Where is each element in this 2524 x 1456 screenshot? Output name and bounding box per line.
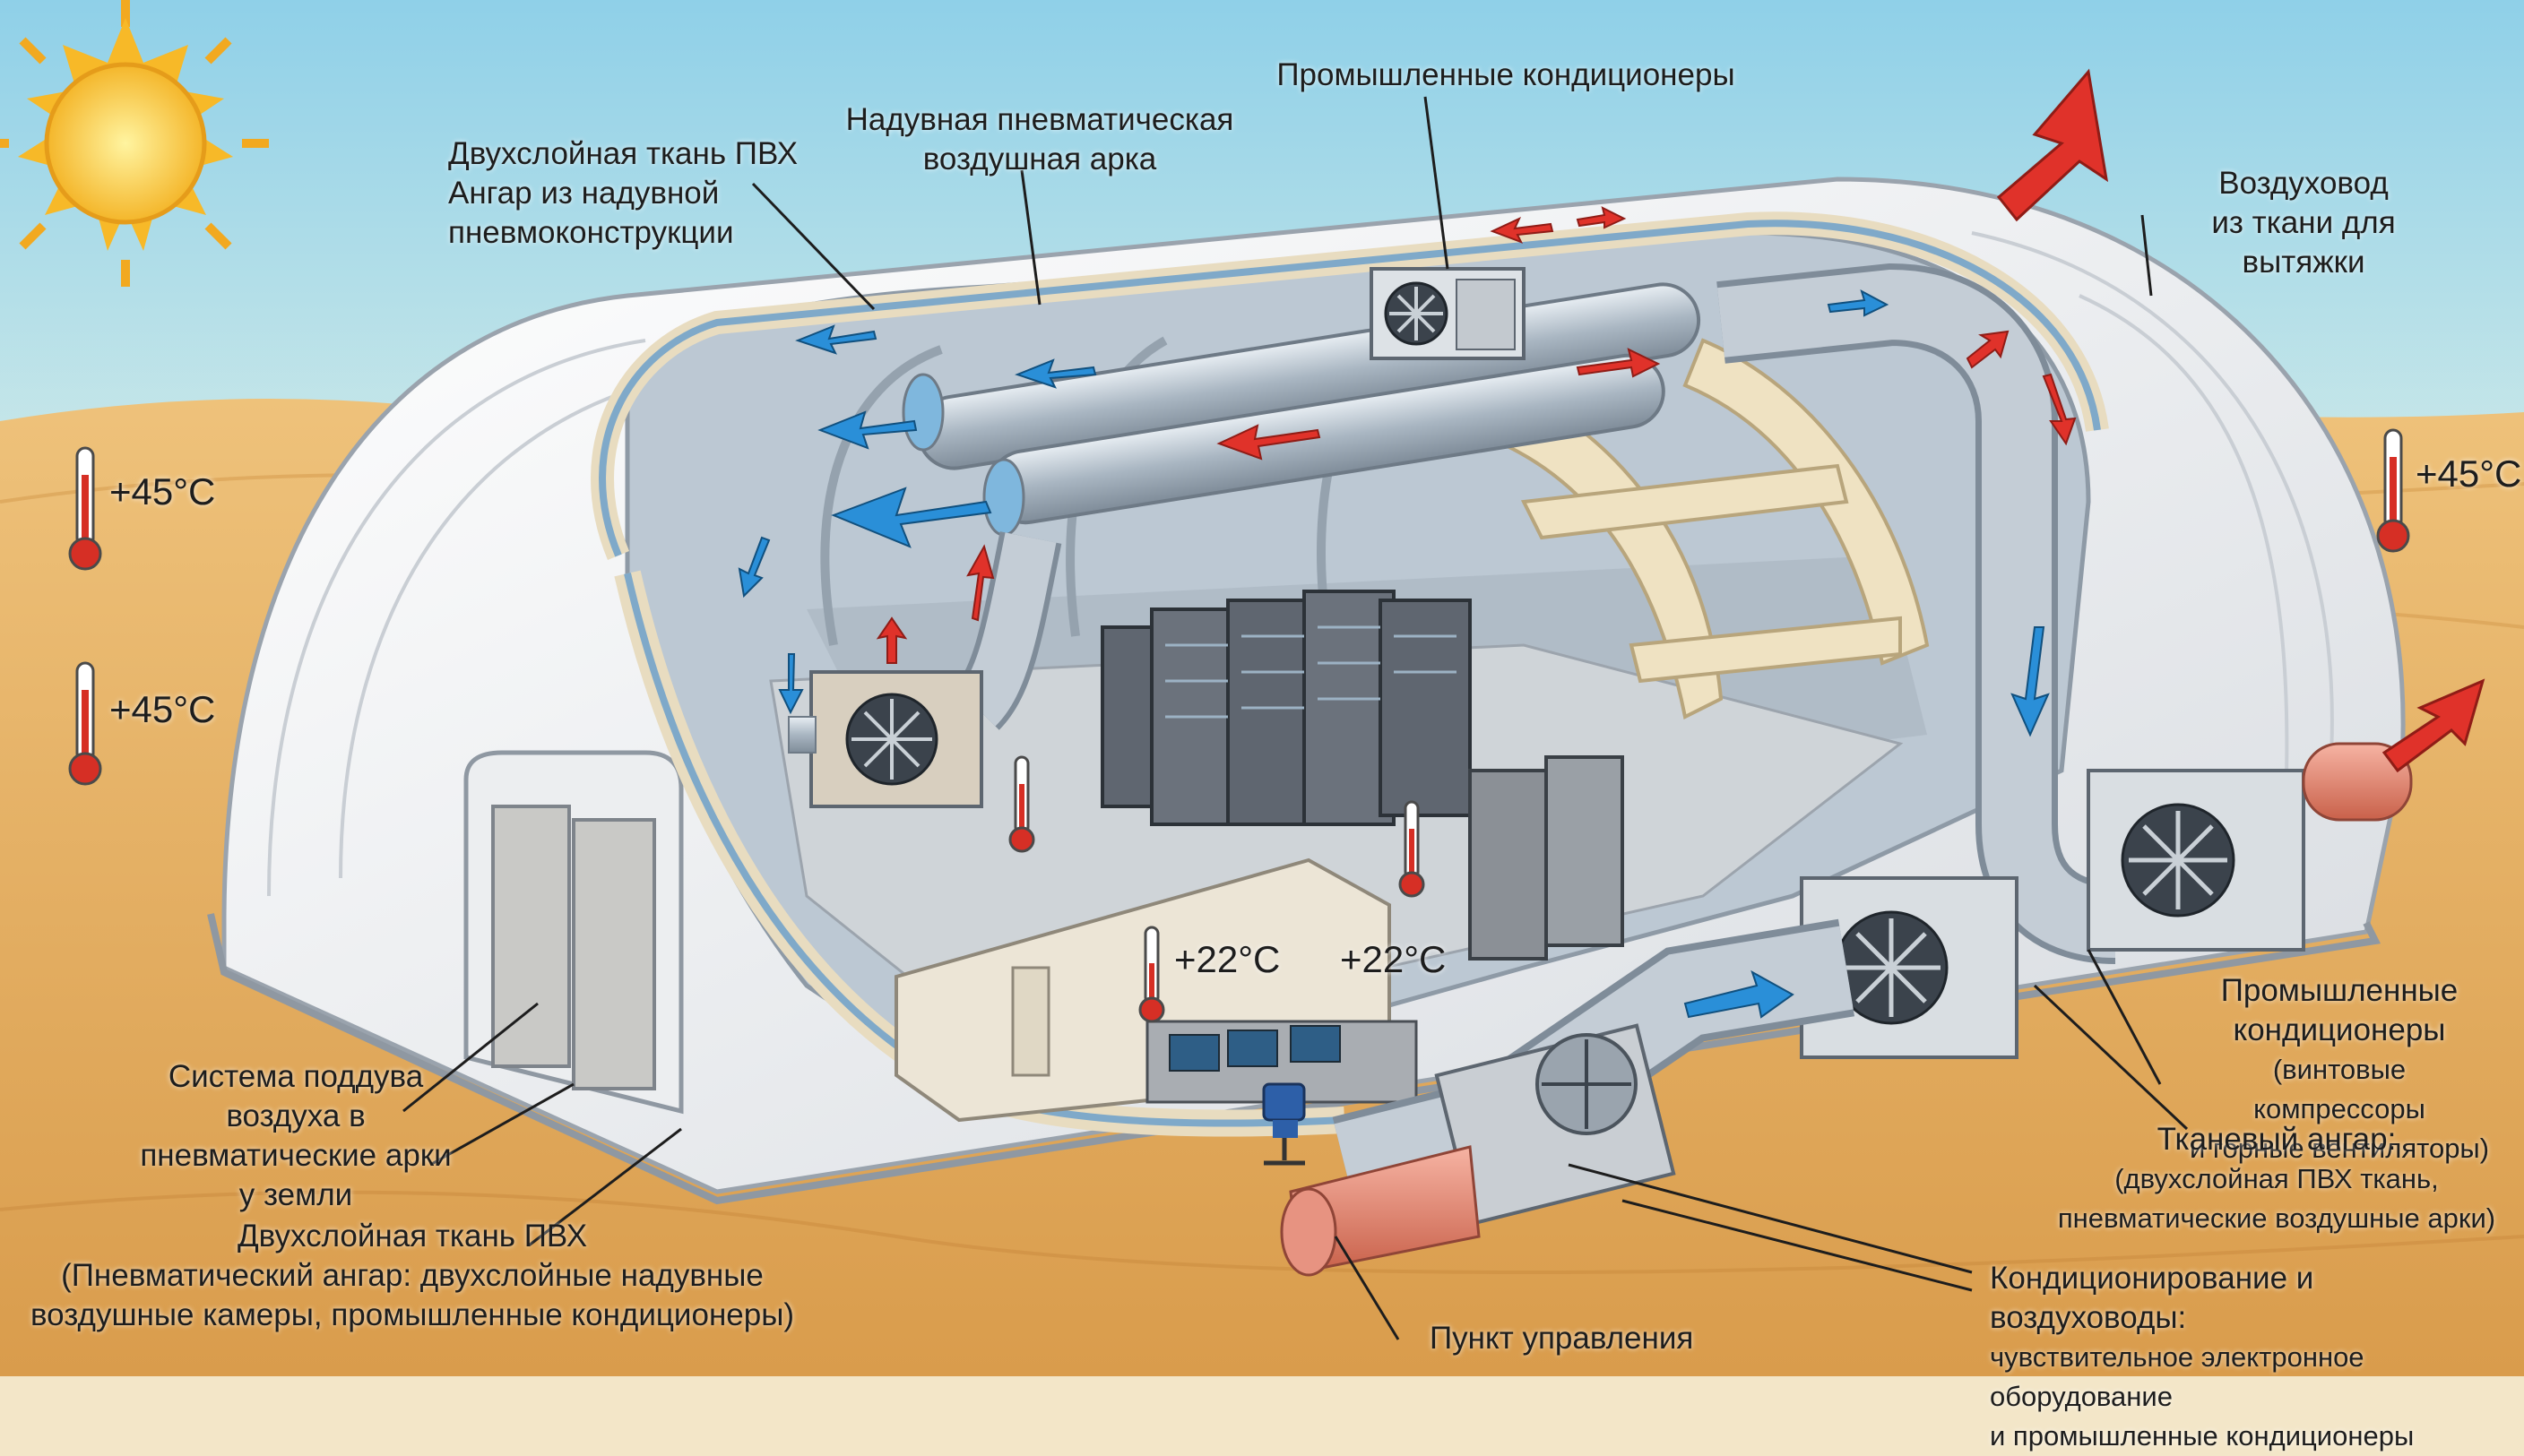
arrow-icon bbox=[1576, 206, 1627, 229]
label-fabric-hangar-3: пневматические воздушные арки) bbox=[2057, 1202, 2496, 1234]
label-air-arch-1: Надувная пневматическая bbox=[845, 102, 1234, 137]
airflow-arrows bbox=[738, 68, 2485, 1019]
arrow-icon bbox=[1015, 358, 1097, 389]
arrow-icon bbox=[2010, 626, 2050, 737]
label-pvc-bottom-3: воздушные камеры, промышленные кондицион… bbox=[30, 1297, 795, 1332]
label-fabric-hangar-1: Тканевый ангар: bbox=[2157, 1122, 2397, 1157]
label-blower-2: воздуха в bbox=[226, 1098, 366, 1133]
label-industrial-ac-top: Промышленные кондиционеры bbox=[1255, 56, 1757, 95]
label-conditioning: Кондиционирование и воздуховоды: чувстви… bbox=[1990, 1259, 2519, 1456]
industrial-ac-left bbox=[788, 670, 983, 808]
label-duct-exhaust-1: Воздуховод bbox=[2218, 166, 2389, 201]
arrow-icon bbox=[966, 544, 995, 622]
control-room bbox=[895, 857, 1418, 1166]
thermometer-icon bbox=[68, 446, 102, 571]
temp-outside-right: +45°C bbox=[2416, 452, 2522, 495]
hangar-illustration bbox=[0, 0, 2524, 1376]
label-pvc-bottom-2: (Пневматический ангар: двухслойные надув… bbox=[61, 1258, 764, 1293]
label-air-arch-2: воздушная арка bbox=[922, 142, 1157, 177]
arrow-icon bbox=[2381, 678, 2485, 773]
thermometer-icon bbox=[68, 661, 102, 786]
label-control-point-text: Пункт управления bbox=[1430, 1321, 1694, 1356]
label-blower: Система поддува воздуха в пневматические… bbox=[125, 1057, 466, 1215]
label-ac-right-2: кондиционеры bbox=[2233, 1012, 2446, 1047]
fan-icon bbox=[1842, 918, 1941, 1017]
arrow-icon bbox=[1966, 330, 2010, 369]
label-pvc-bottom-1: Двухслойная ткань ПВХ bbox=[237, 1219, 588, 1254]
arrow-icon bbox=[1827, 289, 1889, 317]
label-conditioning-2: чувствительное электронное оборудование bbox=[1990, 1341, 2364, 1412]
label-duct-exhaust-2: из ткани для bbox=[2211, 205, 2396, 240]
thermometer-icon bbox=[2376, 428, 2410, 553]
fan-icon bbox=[1389, 287, 1443, 340]
label-duct-exhaust-3: вытяжки bbox=[2242, 245, 2365, 280]
label-ac-right: Промышленные кондиционеры (винтовые комп… bbox=[2187, 971, 2492, 1168]
office-chair-icon bbox=[1262, 1082, 1306, 1166]
server-rack-icon bbox=[1101, 590, 1472, 826]
arrow-icon bbox=[738, 536, 771, 599]
industrial-ac-top bbox=[1370, 267, 1526, 360]
label-blower-4: у земли bbox=[238, 1177, 353, 1212]
leader-lines bbox=[402, 96, 2189, 1340]
arrow-icon bbox=[1576, 348, 1661, 378]
label-blower-3: пневматические арки bbox=[140, 1138, 452, 1173]
label-hangar-inflatable-1: Ангар из надувной bbox=[448, 176, 720, 211]
label-pvc-hangar: Двухслойная ткань ПВХ Ангар из надувной … bbox=[448, 134, 798, 253]
thermometer-icon bbox=[1138, 926, 1165, 1023]
arrow-icon bbox=[831, 487, 992, 548]
label-air-arch: Надувная пневматическая воздушная арка bbox=[834, 100, 1246, 179]
label-ac-right-3: (винтовые компрессоры bbox=[2253, 1054, 2425, 1124]
arrow-icon bbox=[1996, 68, 2109, 222]
label-blower-1: Система поддува bbox=[168, 1059, 424, 1094]
label-pvc-double: Двухслойная ткань ПВХ bbox=[448, 136, 799, 171]
arrow-icon bbox=[876, 616, 908, 664]
label-conditioning-1: Кондиционирование и воздуховоды: bbox=[1990, 1261, 2314, 1335]
fan-icon bbox=[851, 699, 932, 780]
label-fabric-hangar-2: (двухслойная ПВХ ткань, bbox=[2114, 1163, 2439, 1194]
label-duct-exhaust: Воздуховод из ткани для вытяжки bbox=[2169, 164, 2438, 282]
label-industrial-ac-top-text: Промышленные кондиционеры bbox=[1276, 57, 1735, 92]
server-racks bbox=[1101, 590, 1624, 961]
label-pvc-bottom: Двухслойная ткань ПВХ (Пневматический ан… bbox=[27, 1217, 798, 1335]
arrow-icon bbox=[778, 653, 804, 715]
fan-icon bbox=[1542, 1039, 1631, 1129]
temp-outside-left-top: +45°C bbox=[109, 470, 216, 513]
arrow-icon bbox=[1683, 969, 1794, 1019]
temp-inside-office-1: +22°C bbox=[1174, 938, 1281, 980]
label-ac-right-4: и горные вентиляторы) bbox=[2189, 1133, 2490, 1164]
arrow-icon bbox=[817, 410, 918, 450]
label-control-point: Пункт управления bbox=[1430, 1319, 1693, 1358]
arrow-icon bbox=[795, 324, 877, 355]
temp-inside-office-2: +22°C bbox=[1340, 938, 1447, 980]
arrow-icon bbox=[1490, 216, 1554, 244]
arrow-icon bbox=[2042, 373, 2077, 446]
thermometer-icon bbox=[1008, 755, 1035, 853]
label-fabric-hangar: Тканевый ангар: (двухслойная ПВХ ткань, … bbox=[2053, 1120, 2501, 1238]
label-hangar-inflatable-2: пневмоконструкции bbox=[448, 215, 734, 250]
thermometer-icon bbox=[1398, 800, 1425, 898]
temp-outside-left-bottom: +45°C bbox=[109, 688, 216, 730]
label-ac-right-1: Промышленные bbox=[2220, 973, 2459, 1008]
arrow-icon bbox=[1216, 424, 1321, 461]
sun-icon bbox=[0, 0, 269, 287]
entrance-door bbox=[463, 750, 684, 1115]
label-conditioning-3: и промышленные кондиционеры bbox=[1990, 1420, 2415, 1452]
fan-icon bbox=[2129, 811, 2227, 909]
